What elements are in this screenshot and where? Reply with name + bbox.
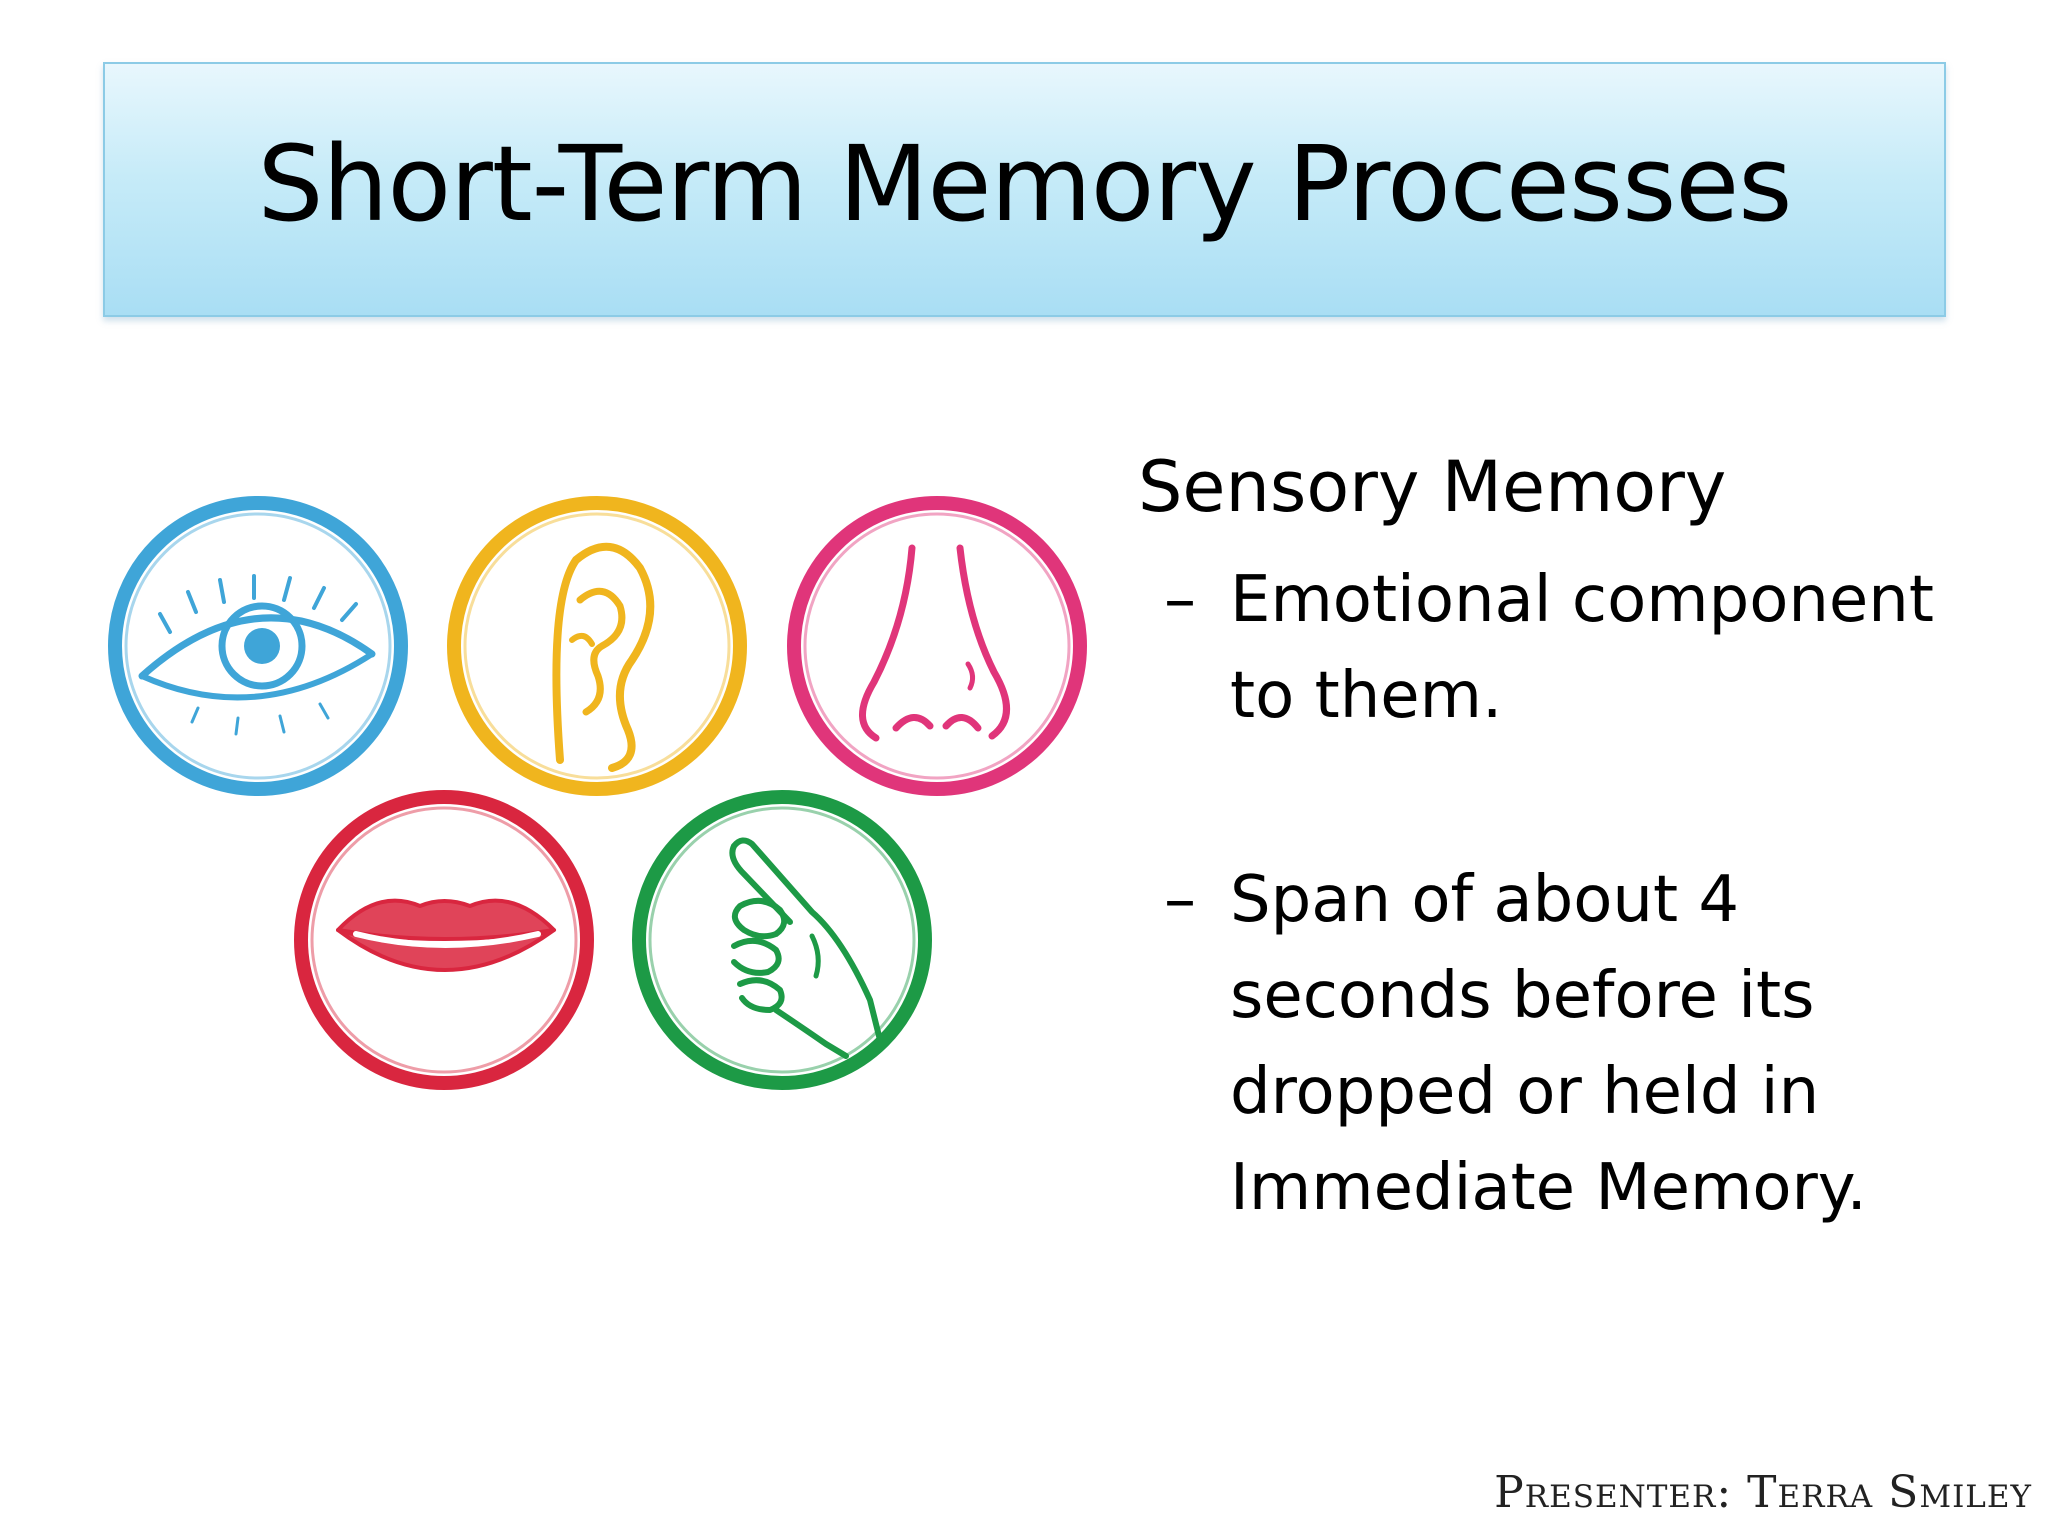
bullet-text: Emotional component to them. <box>1230 563 1934 733</box>
content-area: Sensory Memory – Emotional component to … <box>1138 452 2018 1236</box>
bullet-item: – Span of about 4 seconds before its dro… <box>1138 852 2018 1236</box>
bullet-marker: – <box>1164 863 1196 937</box>
bullet-marker: – <box>1164 563 1196 637</box>
mouth-icon <box>294 790 594 1090</box>
hand-icon <box>632 790 932 1090</box>
slide-title: Short-Term Memory Processes <box>257 122 1793 245</box>
bullet-item: – Emotional component to them. <box>1138 552 2018 744</box>
section-heading: Sensory Memory <box>1138 446 1727 528</box>
ear-icon <box>447 496 747 796</box>
nose-icon <box>787 496 1087 796</box>
eye-icon <box>108 496 408 796</box>
presenter-credit: Presenter: Terra Smiley <box>1494 1467 2032 1518</box>
title-banner: Short-Term Memory Processes <box>103 62 1946 317</box>
bullet-text: Span of about 4 seconds before its dropp… <box>1230 863 1867 1225</box>
